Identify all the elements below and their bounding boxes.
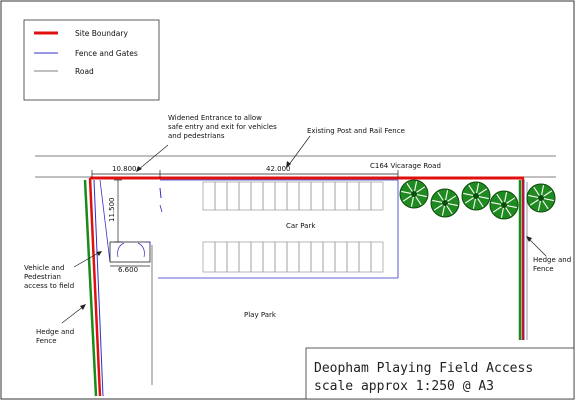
- legend-site-boundary-label: Site Boundary: [75, 29, 128, 38]
- fence-access-left: [99, 179, 111, 263]
- parking-bay: [370, 241, 384, 273]
- annotations: Widened Entrance to allow safe entry and…: [24, 114, 571, 345]
- parking-bay: [286, 181, 300, 211]
- parking-bay: [202, 181, 216, 211]
- parking-bays-row-top: [202, 181, 384, 211]
- dim-entrance-value: 10.800: [112, 165, 137, 173]
- parking-bay: [274, 241, 288, 273]
- parking-bay: [262, 241, 276, 273]
- leader-hedge-left: [61, 305, 85, 324]
- parking-bay: [202, 241, 216, 273]
- widened-entrance-line-2: safe entry and exit for vehicles: [168, 123, 277, 131]
- parking-bay: [346, 241, 360, 273]
- dim-frontage-value: 42.000: [266, 165, 291, 173]
- parking-bay: [250, 181, 264, 211]
- tree-icon: [526, 183, 556, 213]
- leader-hedge-right-arrow: [526, 236, 532, 242]
- parking-bay: [286, 241, 300, 273]
- dim-depth-value: 11.500: [108, 198, 116, 223]
- existing-fence-label: Existing Post and Rail Fence: [307, 127, 405, 135]
- title-block-box: [305, 347, 575, 400]
- parking-bay: [322, 241, 336, 273]
- parking-bays-row-bottom: [202, 241, 384, 273]
- parking-bay: [310, 241, 324, 273]
- title-block: Deopham Playing Field Access scale appro…: [305, 347, 575, 400]
- parking-bay: [298, 181, 312, 211]
- parking-bay: [358, 181, 372, 211]
- leader-widened-entrance: [137, 144, 169, 171]
- vehicle-access-line-1: Vehicle and: [24, 264, 64, 272]
- parking-bay: [274, 181, 288, 211]
- parking-bay: [226, 241, 240, 273]
- parking-bay: [334, 241, 348, 273]
- parking-bay: [226, 181, 240, 211]
- car-park-label: Car Park: [286, 222, 316, 230]
- hedge-left: [83, 179, 98, 397]
- hedge-left-line-2: Fence: [36, 337, 57, 345]
- boundary-left: [88, 177, 102, 397]
- parking-bay: [214, 241, 228, 273]
- tree-icon: [461, 181, 491, 211]
- parking-bay: [298, 241, 312, 273]
- car-park-bays: [202, 181, 384, 273]
- parking-bay: [310, 181, 324, 211]
- play-park-label: Play Park: [244, 311, 277, 319]
- widened-entrance-line-1: Widened Entrance to allow: [168, 114, 262, 122]
- fences: [93, 179, 525, 397]
- leaders: [61, 135, 547, 324]
- leader-existing-fence: [287, 135, 311, 167]
- tree-icon: [489, 190, 519, 220]
- access-gate-box: [109, 241, 151, 263]
- vehicle-access-line-3: access to field: [24, 282, 74, 290]
- hedge-right-line-1: Hedge and: [533, 256, 571, 264]
- gate-swing-right: [137, 242, 145, 258]
- legend-fence-label: Fence and Gates: [75, 49, 138, 58]
- leader-widened-entrance-arrow: [136, 166, 142, 172]
- play-park-outline: [151, 182, 528, 385]
- tree-icon: [399, 179, 429, 209]
- legend-road-label: Road: [75, 67, 94, 76]
- parking-bay: [214, 181, 228, 211]
- parking-bay: [238, 241, 252, 273]
- road-name-label: C164 Vicarage Road: [370, 162, 441, 170]
- site-boundary: [88, 176, 525, 397]
- hedge-left-line-1: Hedge and: [36, 328, 74, 336]
- gate-swing-left: [117, 242, 125, 258]
- dim-width-value: 6.600: [118, 266, 138, 274]
- hedges: [83, 179, 522, 397]
- tree-icon: [430, 188, 460, 218]
- parking-bay: [358, 241, 372, 273]
- gate-post-top: [146, 241, 151, 246]
- dimensions: 10.800 42.000 11.500 6.600: [91, 165, 399, 274]
- parking-bay: [250, 241, 264, 273]
- parking-bay: [322, 181, 336, 211]
- fence-gate-mark: [159, 187, 162, 199]
- fence-gate-mark-2: [159, 204, 163, 213]
- leader-existing-fence-arrow: [286, 161, 291, 168]
- parking-bay: [238, 181, 252, 211]
- leader-hedge-right: [527, 237, 547, 257]
- widened-entrance-line-3: and pedestrians: [168, 132, 225, 140]
- title-line-1: Deopham Playing Field Access: [314, 361, 533, 376]
- parking-bay: [370, 181, 384, 211]
- leader-hedge-left-arrow: [80, 304, 86, 310]
- title-line-2: scale approx 1:250 @ A3: [314, 379, 494, 394]
- hedge-right-line-2: Fence: [533, 265, 554, 273]
- vehicle-access-line-2: Pedestrian: [24, 273, 61, 281]
- access-gate: [109, 241, 151, 263]
- parking-bay: [334, 181, 348, 211]
- leader-vehicle-access-arrow: [96, 251, 102, 256]
- legend: Site Boundary Fence and Gates Road: [23, 19, 160, 101]
- leader-vehicle-access: [73, 251, 101, 268]
- parking-bay: [262, 181, 276, 211]
- trees: [399, 179, 556, 220]
- parking-bay: [346, 181, 360, 211]
- fence-left-outer: [93, 179, 104, 397]
